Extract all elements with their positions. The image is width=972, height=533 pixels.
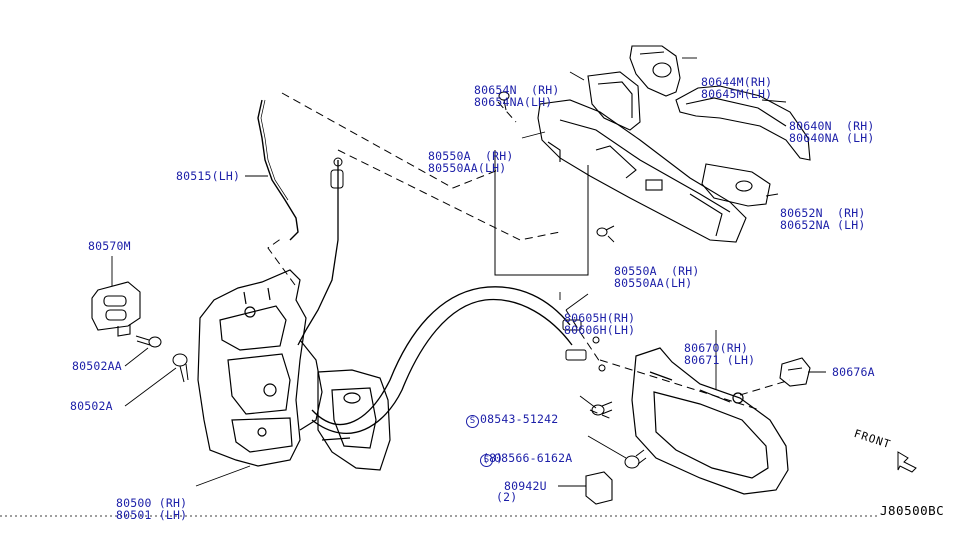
screw-80550A-low — [596, 225, 615, 237]
cable-inside-handle — [311, 286, 571, 426]
gasket-80644M — [629, 45, 681, 97]
dashed-reference-lines — [267, 92, 791, 421]
door-lock-exploded-diagram — [0, 45, 917, 517]
gasket-80654N — [587, 71, 641, 131]
front-arrow-icon — [897, 451, 917, 473]
cap-80652N — [701, 163, 771, 207]
bolt-80502A — [172, 353, 189, 383]
striker-80570M — [91, 281, 141, 337]
rod-80515 — [257, 99, 299, 241]
label-80942U: 80942U — [504, 479, 547, 493]
diagram-code: J80500BC — [880, 503, 945, 518]
assembly-bracket — [494, 150, 589, 276]
screw-symbol-icon: S — [480, 454, 493, 467]
label-80670: 80670(RH)80671 (LH) — [684, 341, 756, 367]
screw-symbol-icon: S — [466, 415, 479, 428]
label-80640N: 80640N (RH)80640NA (LH) — [789, 119, 875, 145]
label-80652N: 80652N (RH)80652NA (LH) — [780, 206, 866, 232]
label-80644M: 80644M(RH)80645M(LH) — [701, 75, 773, 101]
label-80500: 80500 (RH)80501 (LH) — [116, 496, 188, 522]
label-80502AA: 80502AA — [72, 359, 122, 373]
label-80654N: 80654N (RH)80654NA(LH) — [474, 83, 560, 109]
label-80570M: 80570M — [88, 239, 131, 253]
inside-handle-80670 — [631, 347, 789, 495]
label-80502A: 80502A — [70, 399, 113, 413]
cable-vertical — [297, 160, 339, 346]
screw-08566 — [624, 449, 647, 469]
label-80550A-top: 80550A (RH)80550AA(LH) — [428, 149, 514, 175]
label-80676A: 80676A — [832, 365, 875, 379]
label-80605H: 80605H(RH)80606H(LH) — [564, 311, 636, 337]
cover-80942U — [585, 471, 613, 505]
door-lock-actuator — [197, 269, 323, 467]
label-80550A-low: 80550A (RH)80550AA(LH) — [614, 264, 700, 290]
outside-handle-80640 — [675, 85, 811, 161]
clip-80676A — [779, 357, 811, 387]
screw-80550A-top — [498, 91, 510, 111]
label-80515: 80515(LH) — [176, 169, 241, 183]
lock-bracket — [317, 369, 391, 471]
screw-08543 — [591, 401, 613, 416]
handle-base-80605H — [537, 99, 747, 243]
leader-lines — [111, 57, 826, 487]
bolt-80502AA — [135, 335, 162, 348]
